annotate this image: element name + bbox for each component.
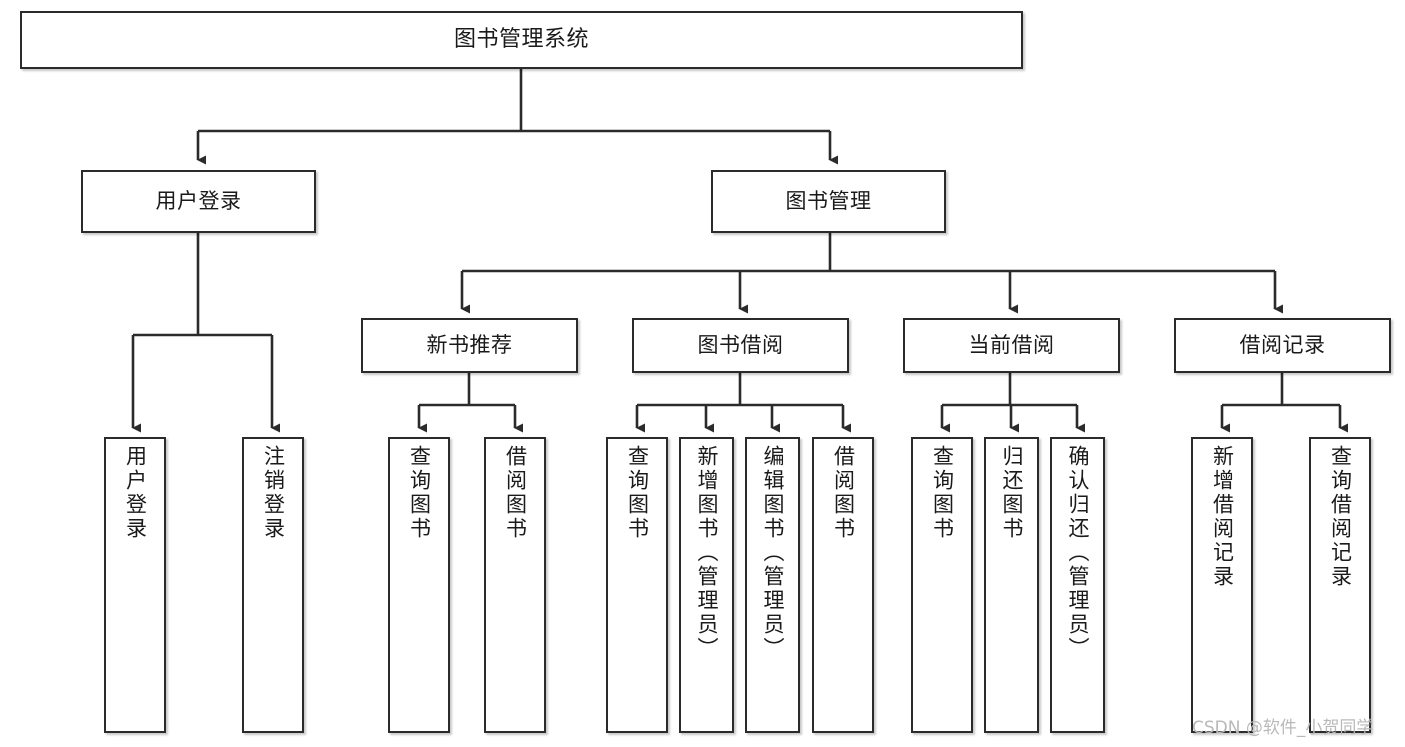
leaf-query-books-current[interactable]: 查询图书 <box>911 437 973 733</box>
leaf-confirm-return-admin[interactable]: 确认归还（管理员） <box>1050 437 1105 733</box>
node-label: 用户登录 <box>155 188 242 213</box>
node-current-borrowing[interactable]: 当前借阅 <box>903 318 1120 373</box>
node-label: 借阅记录 <box>1239 332 1326 357</box>
node-label: 注销登录 <box>261 445 286 541</box>
node-label: 查询图书 <box>625 445 650 541</box>
node-label: 当前借阅 <box>968 332 1055 357</box>
node-label: 图书管理 <box>785 188 872 213</box>
node-label: 查询图书 <box>407 445 432 541</box>
leaf-return-books[interactable]: 归还图书 <box>984 437 1039 733</box>
watermark-csdn: CSDN @软件_小贺同学 <box>1192 718 1374 738</box>
node-label: 用户登录 <box>123 445 148 541</box>
node-label: 图书管理系统 <box>453 26 589 52</box>
node-label: 查询图书 <box>930 445 955 541</box>
leaf-add-borrowing-record[interactable]: 新增借阅记录 <box>1191 437 1253 733</box>
leaf-borrow-books-recommendation[interactable]: 借阅图书 <box>484 437 546 733</box>
leaf-query-borrowing-record[interactable]: 查询借阅记录 <box>1309 437 1371 733</box>
node-book-borrowing[interactable]: 图书借阅 <box>632 318 849 373</box>
node-new-book-recommendation[interactable]: 新书推荐 <box>361 318 578 373</box>
leaf-logout[interactable]: 注销登录 <box>242 437 304 733</box>
leaf-edit-book-admin[interactable]: 编辑图书（管理员） <box>745 437 800 733</box>
node-label: 新增图书（管理员） <box>695 445 719 661</box>
node-book-management[interactable]: 图书管理 <box>711 170 946 233</box>
leaf-query-books-recommendation[interactable]: 查询图书 <box>388 437 450 733</box>
node-label: 新书推荐 <box>426 332 513 357</box>
leaf-borrow-books-borrowing[interactable]: 借阅图书 <box>812 437 874 733</box>
node-root-book-management-system[interactable]: 图书管理系统 <box>20 11 1023 69</box>
leaf-query-books-borrowing[interactable]: 查询图书 <box>606 437 668 733</box>
node-label: 借阅图书 <box>503 445 528 541</box>
node-label: 确认归还（管理员） <box>1066 445 1090 661</box>
node-label: 新增借阅记录 <box>1210 445 1235 589</box>
node-borrowing-records[interactable]: 借阅记录 <box>1174 318 1391 373</box>
leaf-add-book-admin[interactable]: 新增图书（管理员） <box>679 437 734 733</box>
node-label: 图书借阅 <box>697 332 784 357</box>
node-label: 查询借阅记录 <box>1328 445 1353 589</box>
node-label: 归还图书 <box>1000 445 1024 541</box>
node-label: 编辑图书（管理员） <box>761 445 785 661</box>
leaf-user-login[interactable]: 用户登录 <box>104 437 166 733</box>
node-user-login[interactable]: 用户登录 <box>81 170 316 233</box>
node-label: 借阅图书 <box>831 445 856 541</box>
